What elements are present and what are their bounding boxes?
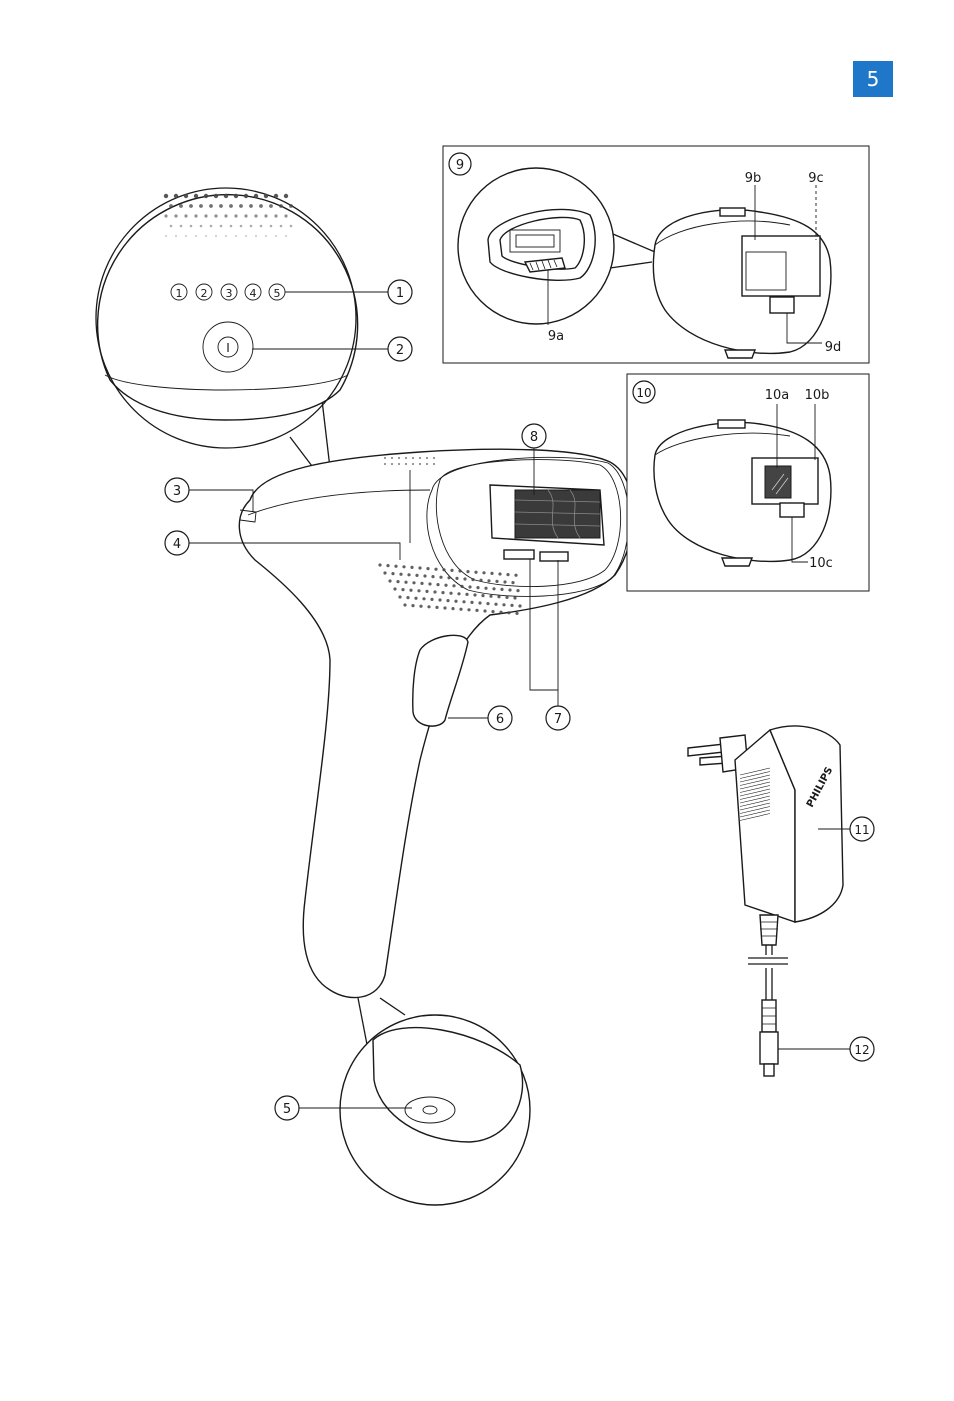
label-9b: 9b bbox=[745, 171, 762, 186]
label-10b: 10b bbox=[805, 388, 830, 403]
intensity-level-2: 2 bbox=[201, 287, 208, 300]
callout-8: 8 bbox=[521, 423, 547, 449]
zoom-circle-controls: 1 2 3 4 5 I bbox=[95, 187, 359, 449]
svg-text:8: 8 bbox=[530, 430, 538, 445]
flash-button bbox=[412, 634, 469, 727]
intensity-level-3: 3 bbox=[226, 287, 233, 300]
intensity-indicators: 1 2 3 4 5 bbox=[170, 283, 286, 301]
panel-9-number: 9 bbox=[456, 158, 464, 173]
label-9c: 9c bbox=[808, 171, 823, 186]
svg-text:5: 5 bbox=[283, 1102, 291, 1117]
svg-text:12: 12 bbox=[854, 1043, 869, 1057]
callout-12: 12 bbox=[849, 1036, 875, 1062]
adapter-vents bbox=[739, 767, 771, 821]
panel-10-attachment-detail: 10 10a 10b 10c bbox=[626, 373, 870, 592]
panel-10-number: 10 bbox=[636, 386, 651, 400]
zoom-circle-base bbox=[339, 1014, 531, 1206]
callout-3: 3 bbox=[164, 477, 190, 503]
speaker-grille bbox=[163, 193, 293, 237]
air-vents-top bbox=[383, 456, 436, 466]
callout-7: 7 bbox=[545, 705, 571, 731]
callout-1: 1 bbox=[387, 279, 413, 305]
skin-contact-slot-left bbox=[503, 549, 535, 560]
power-adapter: PHILIPS bbox=[687, 725, 850, 1077]
callout-11: 11 bbox=[849, 816, 875, 842]
panel-9-attachment-detail: 9 9a 9b 9c 9d bbox=[442, 145, 870, 364]
skin-contact-slot-right bbox=[539, 551, 569, 562]
device-main bbox=[238, 399, 634, 1061]
intensity-level-4: 4 bbox=[250, 287, 257, 300]
callout-4: 4 bbox=[164, 530, 190, 556]
label-9d: 9d bbox=[825, 340, 842, 355]
power-button bbox=[202, 321, 254, 373]
intensity-level-5: 5 bbox=[274, 287, 281, 300]
label-9a: 9a bbox=[548, 329, 564, 344]
power-symbol-icon: I bbox=[226, 341, 230, 355]
callout-2: 2 bbox=[387, 336, 413, 362]
callout-5: 5 bbox=[274, 1095, 300, 1121]
reset-button bbox=[404, 1096, 456, 1124]
intensity-level-1: 1 bbox=[176, 287, 183, 300]
leader-lines bbox=[188, 291, 559, 1109]
light-exit-window bbox=[489, 484, 605, 546]
label-10c: 10c bbox=[809, 556, 833, 571]
svg-text:6: 6 bbox=[496, 712, 504, 727]
callout-6: 6 bbox=[487, 705, 513, 731]
svg-text:11: 11 bbox=[854, 823, 869, 837]
svg-text:3: 3 bbox=[173, 484, 181, 499]
svg-text:7: 7 bbox=[554, 712, 562, 727]
svg-text:4: 4 bbox=[173, 537, 181, 552]
svg-text:2: 2 bbox=[396, 343, 404, 358]
label-10a: 10a bbox=[765, 388, 790, 403]
page-number-badge: 5 bbox=[853, 61, 893, 97]
air-vents bbox=[378, 563, 522, 616]
svg-text:1: 1 bbox=[396, 286, 404, 301]
